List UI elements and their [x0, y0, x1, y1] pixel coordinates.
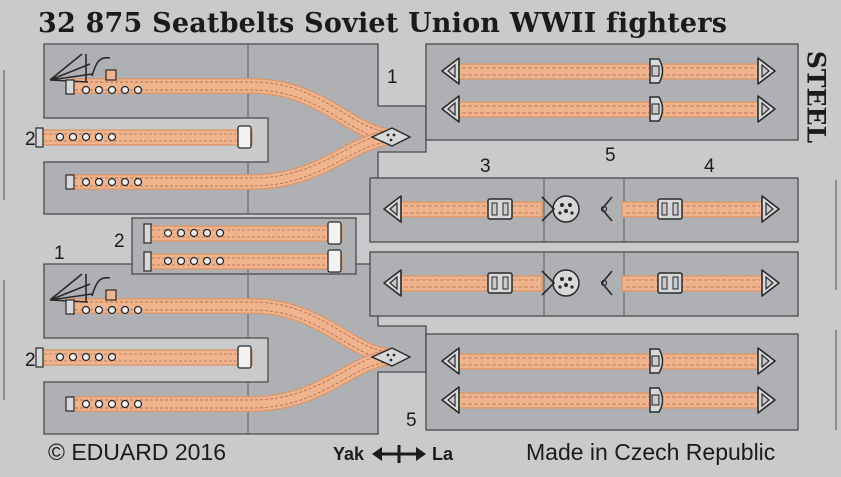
part-number-2-middle: 2 [114, 231, 125, 252]
part-number-2-top: 2 [25, 129, 36, 150]
compat-left-label: Yak [333, 444, 365, 464]
part-number-3: 3 [480, 156, 491, 177]
long-straps [441, 57, 776, 414]
part-number-4: 4 [704, 156, 715, 177]
lap-belts [383, 195, 780, 297]
short-straps [35, 125, 343, 369]
part-number-2-bottom: 2 [25, 350, 36, 371]
origin-text: Made in Czech Republic [526, 439, 776, 465]
double-arrow-icon [372, 445, 426, 463]
part-number-1-top: 1 [387, 67, 398, 88]
copyright-text: © EDUARD 2016 [48, 439, 227, 465]
harness-upper [49, 53, 412, 190]
part-number-5-bottom: 5 [406, 410, 417, 431]
part-number-5-middle: 5 [605, 145, 616, 166]
material-label: STEEL [801, 50, 831, 144]
edge-ticks [3, 70, 837, 430]
compat-right-label: La [432, 444, 454, 464]
harness-lower [49, 273, 412, 412]
part-number-1-bottom: 1 [54, 243, 65, 264]
fret-title: 32 875 Seatbelts Soviet Union WWII fight… [38, 8, 728, 39]
